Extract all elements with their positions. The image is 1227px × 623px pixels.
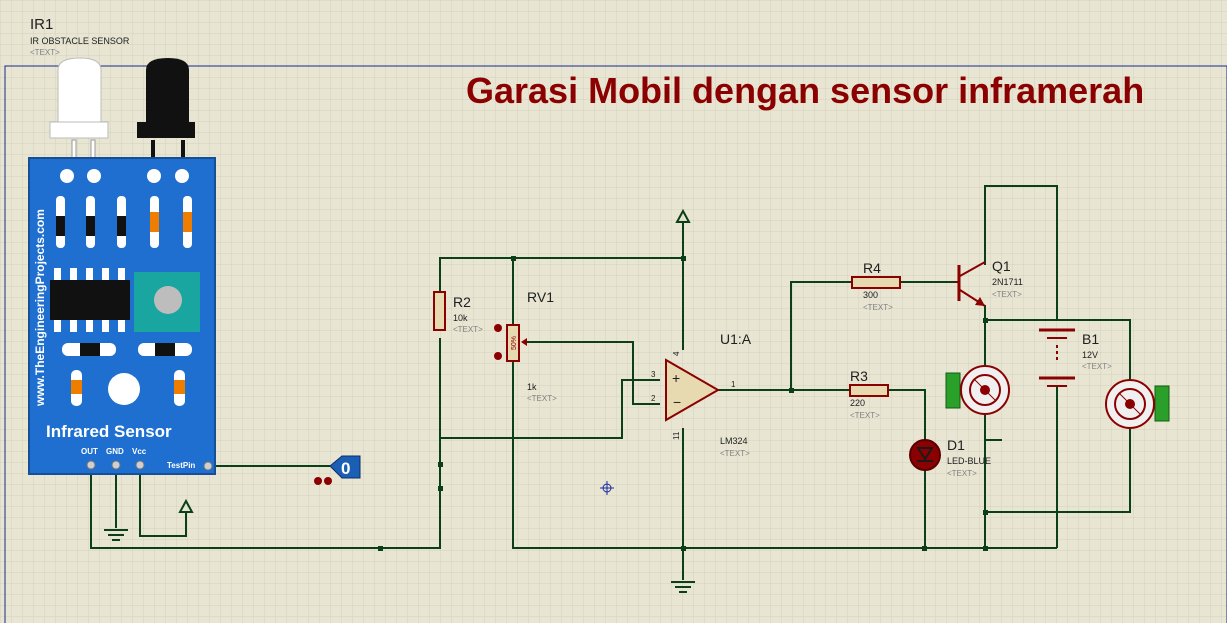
u1-value: LM324: [720, 436, 748, 446]
power-terminal-top-icon[interactable]: [675, 208, 691, 223]
ground-icon[interactable]: [104, 529, 128, 541]
battery-b1[interactable]: B1 12V <TEXT>: [1039, 328, 1112, 387]
ir-emitter-led-icon: [49, 57, 109, 179]
sensor-brand-text: www.TheEngineeringProjects.com: [33, 209, 47, 407]
u1-text: <TEXT>: [720, 449, 750, 458]
d1-ref: D1: [947, 437, 965, 453]
junctions: [378, 256, 988, 551]
ir1-value: IR OBSTACLE SENSOR: [30, 36, 130, 46]
pin-label-testpin: TestPin: [167, 461, 195, 470]
origin-marker-icon: [600, 481, 614, 495]
ir1-ref: IR1: [30, 16, 53, 33]
r2-text: <TEXT>: [453, 325, 483, 334]
r4-ref: R4: [863, 260, 881, 276]
b1-ref: B1: [1082, 331, 1099, 347]
r3-value: 220: [850, 398, 865, 408]
wires: [90, 185, 1131, 580]
opamp-plus-sign: +: [672, 370, 680, 386]
b1-value: 12V: [1082, 350, 1098, 360]
led-d1[interactable]: D1 LED-BLUE <TEXT>: [909, 437, 991, 478]
r4-value: 300: [863, 290, 878, 300]
rv1-text: <TEXT>: [527, 394, 557, 403]
u1-pin-11: 11: [672, 431, 681, 440]
sensor-pin-connectors[interactable]: [86, 460, 213, 471]
pin-label-gnd: GND: [106, 447, 124, 456]
sensor-pads: [60, 169, 189, 183]
ir-sensor-module[interactable]: IR1 IR OBSTACLE SENSOR <TEXT>: [28, 16, 216, 475]
rv1-percent: 50%: [511, 336, 518, 350]
transistor-q1[interactable]: Q1 2N1711 <TEXT>: [955, 258, 1023, 307]
q1-value: 2N1711: [992, 277, 1023, 287]
sensor-board-label: Infrared Sensor: [46, 422, 172, 441]
dc-motor-2-icon[interactable]: [1105, 379, 1170, 429]
q1-ref: Q1: [992, 258, 1011, 274]
board-smd-parts: [62, 343, 192, 406]
u1-pin-2: 2: [651, 394, 656, 403]
r4-text: <TEXT>: [863, 303, 893, 312]
rv1-value: 1k: [527, 382, 537, 392]
u1-ref: U1:A: [720, 331, 752, 347]
opamp-u1[interactable]: + − 3 2 1 4 11 U1:A LM324 <TEXT>: [651, 208, 752, 458]
rv1-ref: RV1: [527, 289, 554, 305]
dc-motor-icon[interactable]: [945, 365, 1010, 415]
logic-probe-value: 0: [341, 459, 350, 478]
b1-text: <TEXT>: [1082, 362, 1112, 371]
comparator-chip-icon: [50, 268, 130, 332]
trimpot-icon: [134, 272, 200, 332]
r3-text: <TEXT>: [850, 411, 880, 420]
d1-value: LED-BLUE: [947, 456, 991, 466]
sheet-border: [4, 65, 1227, 623]
page-title: Garasi Mobil dengan sensor inframerah: [466, 70, 1144, 111]
r2-value: 10k: [453, 313, 468, 323]
q1-text: <TEXT>: [992, 290, 1022, 299]
ground-opamp-icon[interactable]: [671, 581, 695, 593]
opamp-minus-sign: −: [673, 394, 681, 410]
resistor-r4[interactable]: R4 300 <TEXT>: [851, 260, 901, 312]
r3-ref: R3: [850, 368, 868, 384]
resistor-r3[interactable]: R3 220 <TEXT>: [849, 368, 889, 420]
u1-pin-1: 1: [731, 380, 736, 389]
u1-pin-3: 3: [651, 370, 656, 379]
logic-probe[interactable]: 0: [314, 455, 361, 485]
r2-ref: R2: [453, 294, 471, 310]
resistor-r2[interactable]: R2 10k <TEXT>: [433, 291, 483, 334]
potentiometer-rv1[interactable]: 50% RV1 1k <TEXT>: [494, 289, 557, 403]
pin-label-out: OUT: [81, 447, 98, 456]
power-terminal-icon[interactable]: [178, 498, 194, 513]
ir1-text: <TEXT>: [30, 48, 60, 57]
d1-text: <TEXT>: [947, 469, 977, 478]
board-resistors: [56, 196, 192, 248]
u1-pin-4: 4: [672, 351, 681, 356]
pin-label-vcc: Vcc: [132, 447, 147, 456]
